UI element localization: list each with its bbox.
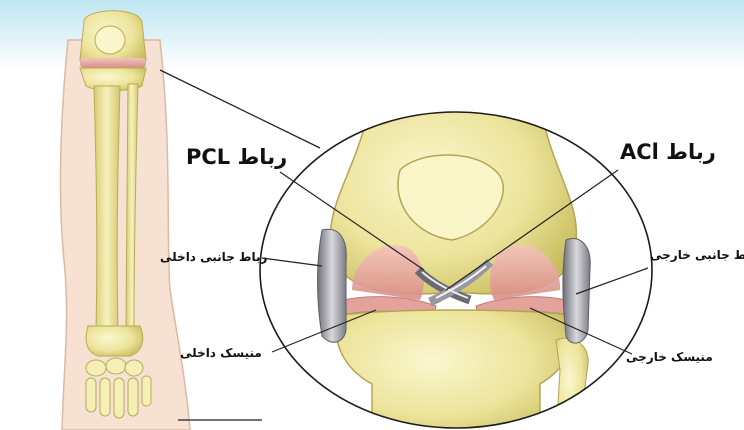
zoom-line-top [160, 70, 320, 148]
leg-knee-cartilage [80, 58, 146, 68]
fibula-head [556, 338, 588, 430]
leg-tibia-shaft [94, 86, 120, 330]
acl-ligament-label: رباط ACl [620, 140, 716, 164]
medial-meniscus-label: منیسک داخلی [180, 346, 262, 360]
leg-patella [95, 26, 125, 54]
lateral-collateral-label: رباط جانبی خارجی [650, 248, 744, 262]
medial-collateral-ligament [318, 229, 347, 342]
lateral-meniscus-label: منیسک خارجی [626, 350, 713, 364]
leg-illustration [61, 11, 190, 430]
medial-collateral-label: رباط جانبی داخلی [160, 250, 267, 264]
leg-skin [61, 40, 190, 430]
pcl-ligament-label: رباط PCL [186, 145, 287, 169]
leg-ankle [86, 326, 143, 356]
